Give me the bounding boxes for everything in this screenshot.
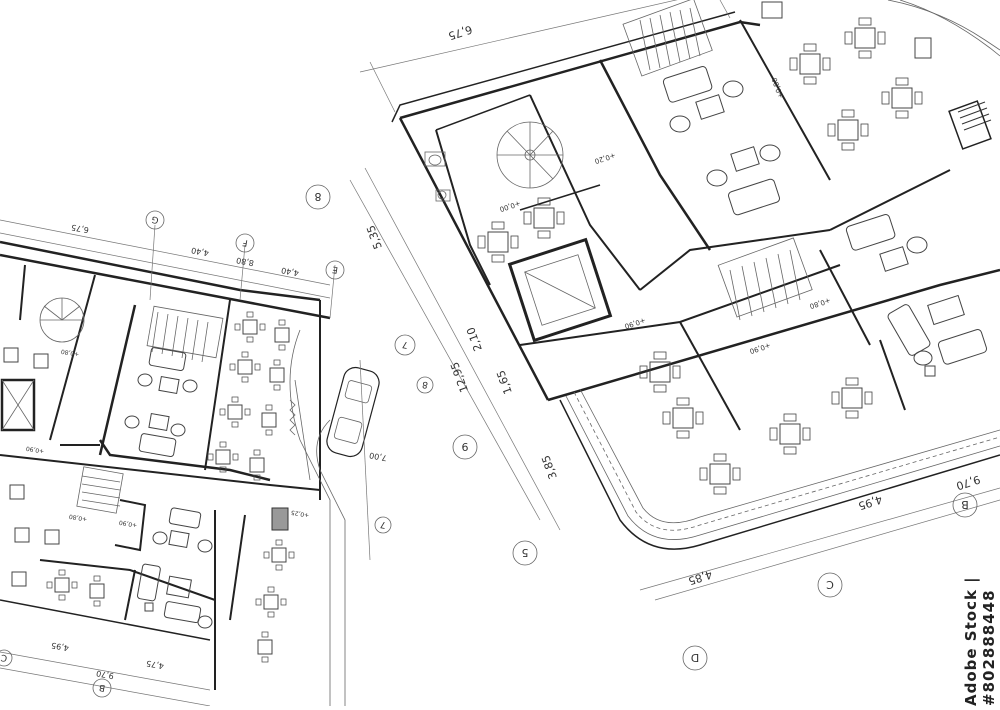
elevator [507, 237, 613, 343]
dimension-label: 7,00 [369, 451, 388, 463]
dimension-label: 4,95 [51, 641, 70, 653]
dimension-label: 9,70 [96, 669, 115, 681]
level-labels-right: +0,00 +0,20 +0,80 +0,90 +0,80 +0,90 [499, 77, 832, 356]
dimension-label: 2,10 [464, 325, 485, 352]
spiral-staircase [496, 121, 564, 189]
level-label: +0,20 [594, 151, 617, 165]
grid-label: E [331, 264, 339, 275]
dimension-labels-left: 6,75 4,40 8,80 4,40 7,00 4,95 9,70 4,75 [51, 223, 388, 681]
level-label: +0,90 [749, 341, 772, 355]
floor-plan-right: 8 9 5 B C D 6,75 5,35 2,10 12,95 1,65 3,… [305, 0, 1000, 671]
grid-label: 7 [379, 519, 386, 530]
dimension-label: 8,80 [236, 256, 255, 268]
grid-markers-left [0, 210, 434, 698]
grid-label: 5 [522, 546, 529, 559]
grid-label: B [98, 682, 106, 693]
grid-label: D [691, 651, 699, 664]
level-label: +0,00 [499, 199, 522, 213]
level-label: +0,90 [25, 444, 45, 454]
grid-label: B [961, 498, 969, 511]
grid-label: F [242, 237, 249, 248]
dimension-labels-right: 6,75 5,35 2,10 12,95 1,65 3,85 4,95 4,85… [364, 23, 982, 588]
terrace-curve [559, 0, 1000, 550]
grid-label: 9 [462, 440, 469, 453]
level-label: +0,80 [771, 77, 786, 100]
level-label: +0,25 [290, 508, 310, 518]
staircase-left [76, 305, 224, 514]
outer-walls [391, 11, 1000, 402]
dimension-label: 4,95 [856, 493, 883, 513]
level-label: +0,90 [118, 518, 138, 528]
column-hatched [271, 507, 289, 531]
lounge-furniture [662, 66, 988, 377]
dimension-label: 4,75 [146, 659, 165, 671]
dimension-label: 4,40 [281, 266, 300, 278]
floor-plan-left: G F E 7 8 7 B C 6,75 4,40 8,80 4,40 7,00… [0, 210, 434, 707]
level-label: +0,80 [60, 347, 80, 357]
dimension-label: 6,75 [71, 223, 90, 235]
dimension-label: 1,65 [494, 368, 515, 395]
grid-labels-right: 8 9 5 B C D [315, 190, 969, 664]
grid-label: 8 [421, 379, 429, 390]
dining-tables-right [477, 1, 932, 495]
toilet-fixture [424, 151, 451, 202]
grid-label: 8 [315, 190, 322, 203]
dimension-label: 6,75 [446, 23, 473, 43]
ramp [289, 329, 346, 706]
grid-label: C [0, 652, 8, 663]
dining-tables-left [3, 311, 295, 663]
level-label: +0,80 [809, 296, 832, 310]
interior-walls [19, 264, 246, 621]
outer-walls [0, 240, 331, 690]
dimension-label: 12,95 [448, 360, 471, 394]
staircase-corner [948, 100, 992, 150]
elevator [0, 378, 36, 432]
level-label: +0,80 [68, 512, 88, 522]
grid-markers-right [305, 184, 978, 671]
lounge-furniture-left [124, 347, 213, 629]
grid-label: G [151, 213, 160, 224]
grid-label: C [826, 578, 834, 591]
spiral-staircase [39, 297, 85, 343]
car [326, 366, 380, 458]
staircase-top [622, 0, 713, 77]
dimension-lines-left [0, 219, 371, 707]
dimension-label: 4,40 [191, 246, 210, 258]
stock-watermark: Adobe Stock | #802888448 [962, 576, 998, 706]
grid-labels-left: G F E 7 8 7 B C [0, 213, 429, 692]
dimension-lines-right [349, 0, 1000, 601]
dimension-label: 3,85 [539, 453, 560, 480]
interior-walls [435, 19, 951, 431]
grid-label: 7 [401, 339, 408, 350]
level-labels-left: +0,80 +0,90 +0,80 +0,90 +0,25 [25, 347, 310, 528]
staircase-middle [717, 237, 813, 321]
